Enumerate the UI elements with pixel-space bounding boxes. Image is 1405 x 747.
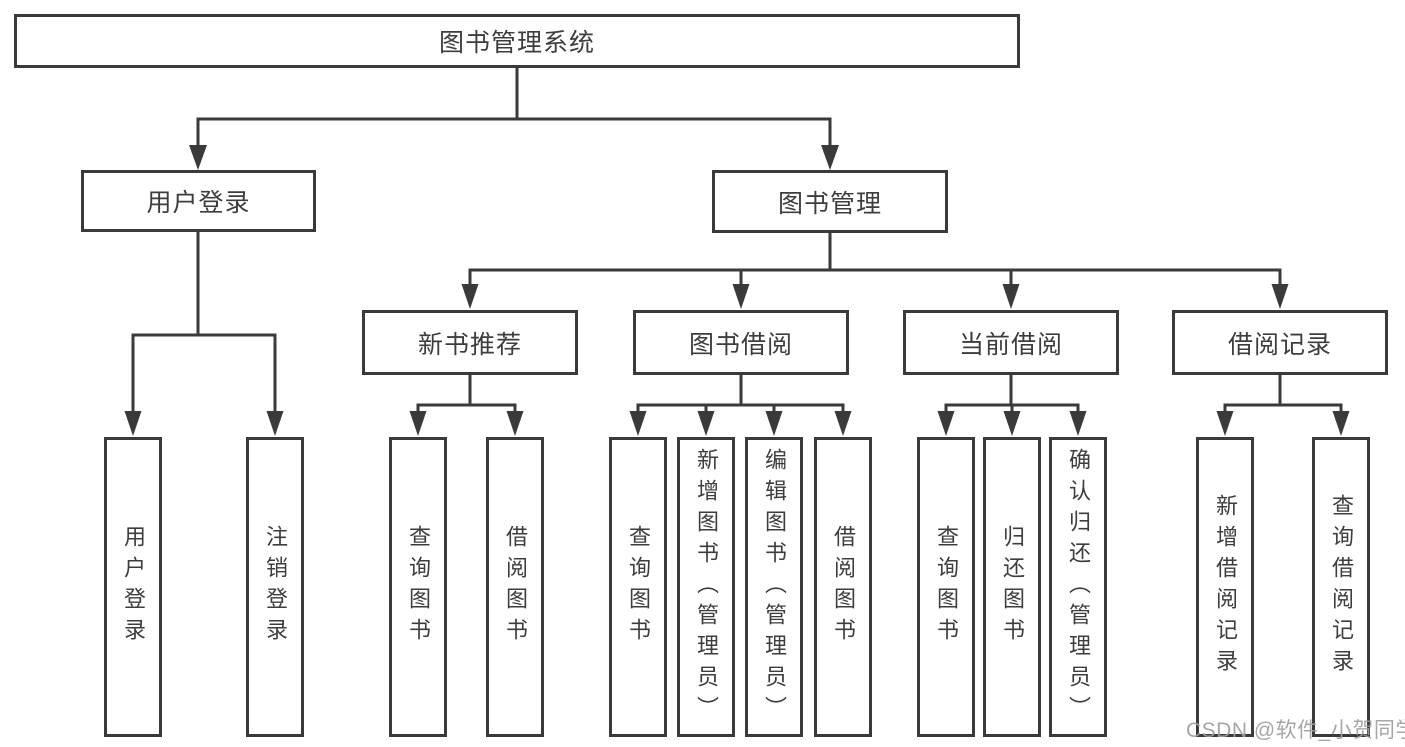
- node-leaf-logout: 注销登录: [246, 437, 304, 737]
- connector-book-borrow-children: [629, 375, 852, 436]
- node-leaf-add-borrow-record: 新增借阅记录: [1196, 437, 1254, 737]
- connector-root-to-level2: [189, 68, 839, 170]
- node-book-manage-label: 图书管理: [777, 189, 882, 218]
- connector-borrow-record-children: [1216, 375, 1350, 436]
- node-leaf-edit-book-admin-label: 编辑图书（管理员）: [762, 447, 787, 727]
- node-leaf-user-login-label: 用户登录: [121, 525, 146, 649]
- node-leaf-confirm-return-admin: 确认归还（管理员）: [1049, 437, 1107, 737]
- node-leaf-user-login: 用户登录: [104, 437, 162, 737]
- node-leaf-add-borrow-record-label: 新增借阅记录: [1213, 494, 1238, 680]
- node-leaf-return-book-label: 归还图书: [1000, 525, 1025, 649]
- node-leaf-borrow-book-1-label: 借阅图书: [503, 525, 528, 649]
- node-root-system: 图书管理系统: [14, 14, 1020, 68]
- node-current-borrow: 当前借阅: [903, 310, 1119, 375]
- node-leaf-query-book-1: 查询图书: [389, 437, 447, 737]
- node-leaf-query-book-3: 查询图书: [917, 437, 975, 737]
- node-leaf-logout-label: 注销登录: [263, 525, 288, 649]
- csdn-watermark: CSDN @软件_小贺同学: [1186, 719, 1405, 742]
- node-leaf-query-book-2: 查询图书: [609, 437, 667, 737]
- connector-new-book-children: [409, 375, 524, 436]
- node-leaf-add-book-admin: 新增图书（管理员）: [677, 437, 735, 737]
- node-borrow-record: 借阅记录: [1172, 310, 1388, 375]
- node-book-borrow: 图书借阅: [633, 310, 849, 375]
- node-book-manage: 图书管理: [712, 170, 948, 233]
- node-current-borrow-label: 当前借阅: [958, 330, 1063, 359]
- node-new-book-recommend: 新书推荐: [362, 310, 578, 375]
- connector-current-borrow-children: [937, 375, 1087, 436]
- node-leaf-borrow-book-2: 借阅图书: [814, 437, 872, 737]
- node-root-system-label: 图书管理系统: [438, 29, 595, 57]
- node-leaf-confirm-return-admin-label: 确认归还（管理员）: [1066, 447, 1091, 727]
- node-leaf-borrow-book-1: 借阅图书: [486, 437, 544, 737]
- node-borrow-record-label: 借阅记录: [1227, 330, 1332, 359]
- node-leaf-borrow-book-2-label: 借阅图书: [831, 525, 856, 649]
- node-leaf-query-book-3-label: 查询图书: [934, 525, 959, 649]
- node-leaf-query-book-2-label: 查询图书: [626, 525, 651, 649]
- node-leaf-query-borrow-record-label: 查询借阅记录: [1329, 494, 1354, 680]
- node-new-book-recommend-label: 新书推荐: [417, 330, 522, 359]
- node-leaf-return-book: 归还图书: [983, 437, 1041, 737]
- node-user-login-label: 用户登录: [146, 189, 251, 217]
- connector-book-manage-sections: [461, 232, 1289, 309]
- node-book-borrow-label: 图书借阅: [688, 330, 793, 359]
- node-user-login: 用户登录: [81, 170, 316, 232]
- node-leaf-query-borrow-record: 查询借阅记录: [1312, 437, 1370, 737]
- node-leaf-edit-book-admin: 编辑图书（管理员）: [745, 437, 803, 737]
- node-leaf-query-book-1-label: 查询图书: [406, 525, 431, 649]
- connector-user-login-children: [124, 230, 284, 436]
- node-leaf-add-book-admin-label: 新增图书（管理员）: [694, 447, 719, 727]
